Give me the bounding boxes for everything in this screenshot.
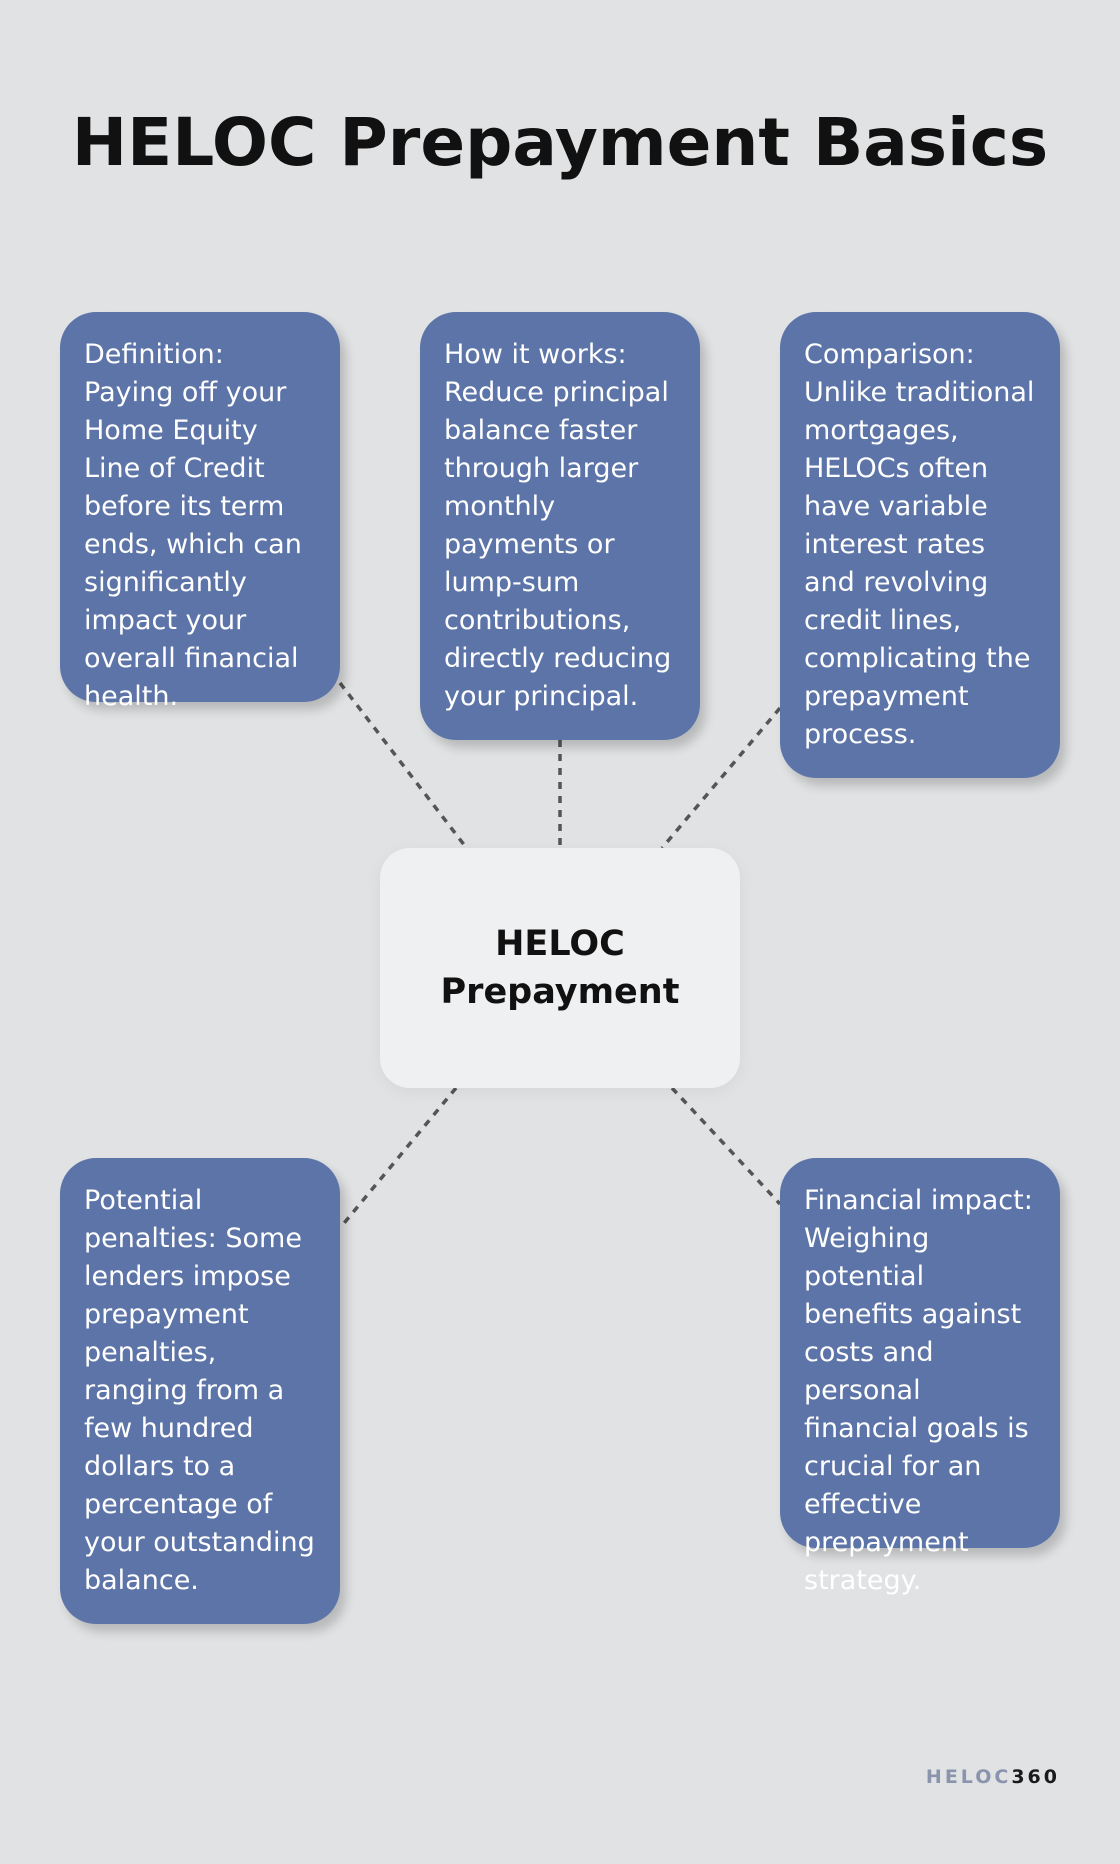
node-definition-text: Definition: Paying off your Home Equity … bbox=[84, 339, 302, 712]
node-how-it-works-text: How it works: Reduce principal balance f… bbox=[444, 339, 672, 712]
logo-text-360: 360 bbox=[1011, 1766, 1060, 1788]
node-definition: Definition: Paying off your Home Equity … bbox=[60, 312, 340, 712]
center-node: HELOC Prepayment bbox=[380, 848, 740, 1088]
page-title: HELOC Prepayment Basics bbox=[71, 104, 1049, 181]
node-how-it-works: How it works: Reduce principal balance f… bbox=[420, 312, 700, 740]
node-financial-impact-text: Financial impact: Weighing potential ben… bbox=[804, 1185, 1033, 1596]
connector-definition bbox=[338, 681, 467, 848]
node-financial-impact: Financial impact: Weighing potential ben… bbox=[780, 1158, 1060, 1596]
connector-penalties bbox=[338, 1086, 458, 1230]
brand-logo: HELOC360 bbox=[926, 1766, 1060, 1788]
node-comparison-text: Comparison: Unlike traditional mortgages… bbox=[804, 339, 1035, 750]
connector-comparison bbox=[660, 706, 782, 850]
node-comparison: Comparison: Unlike traditional mortgages… bbox=[780, 312, 1060, 778]
node-potential-penalties: Potential penalties: Some lenders impose… bbox=[60, 1158, 340, 1624]
connector-financial-impact bbox=[670, 1086, 782, 1206]
center-node-label: HELOC Prepayment bbox=[440, 924, 680, 1012]
node-potential-penalties-text: Potential penalties: Some lenders impose… bbox=[84, 1185, 315, 1596]
logo-text-heloc: HELOC bbox=[925, 1766, 1012, 1788]
